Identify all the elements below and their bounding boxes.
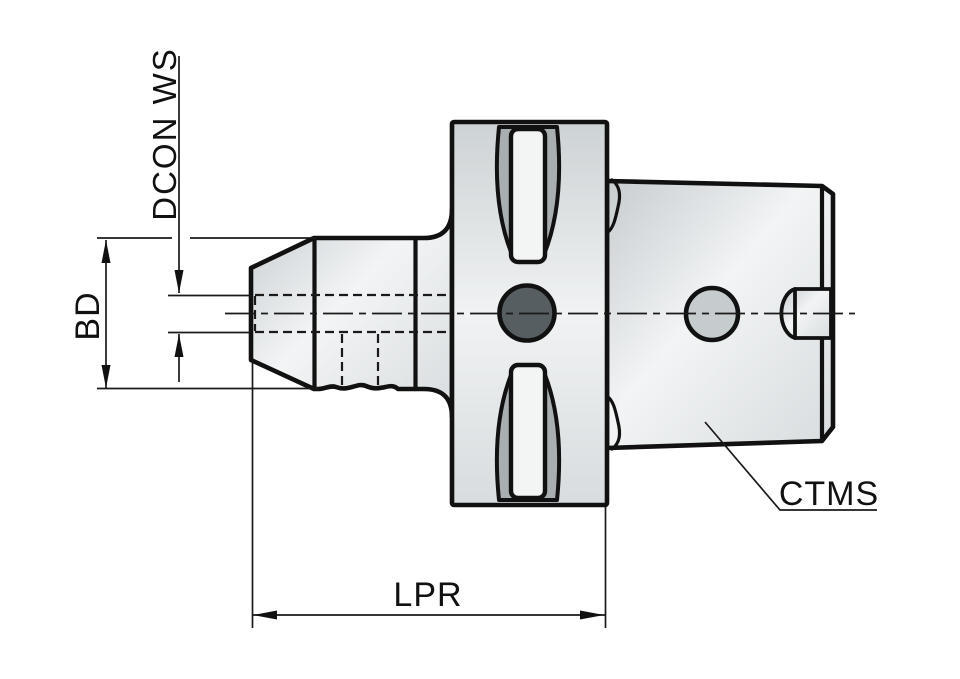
label-lpr: LPR	[393, 576, 462, 614]
bd-arrow-down	[101, 365, 111, 388]
ctms-leader-line	[704, 421, 877, 511]
dcon-arrow-up	[174, 334, 184, 357]
clamp-slot-bottom-opening	[508, 362, 548, 501]
relief-groove-top	[606, 178, 622, 234]
lpr-arrow-right	[580, 610, 604, 620]
label-dcon-ws: DCON WS	[146, 47, 183, 221]
clamp-slot-top-opening	[508, 126, 548, 265]
part-geometry	[248, 119, 836, 508]
label-bd: BD	[69, 291, 107, 340]
relief-groove-bottom	[606, 395, 622, 451]
label-ctms: CTMS	[779, 475, 879, 513]
lpr-arrow-left	[253, 610, 277, 620]
dcon-arrow-down	[174, 270, 184, 293]
bd-arrow-up	[101, 240, 111, 263]
dimension-arrowheads	[101, 240, 604, 620]
